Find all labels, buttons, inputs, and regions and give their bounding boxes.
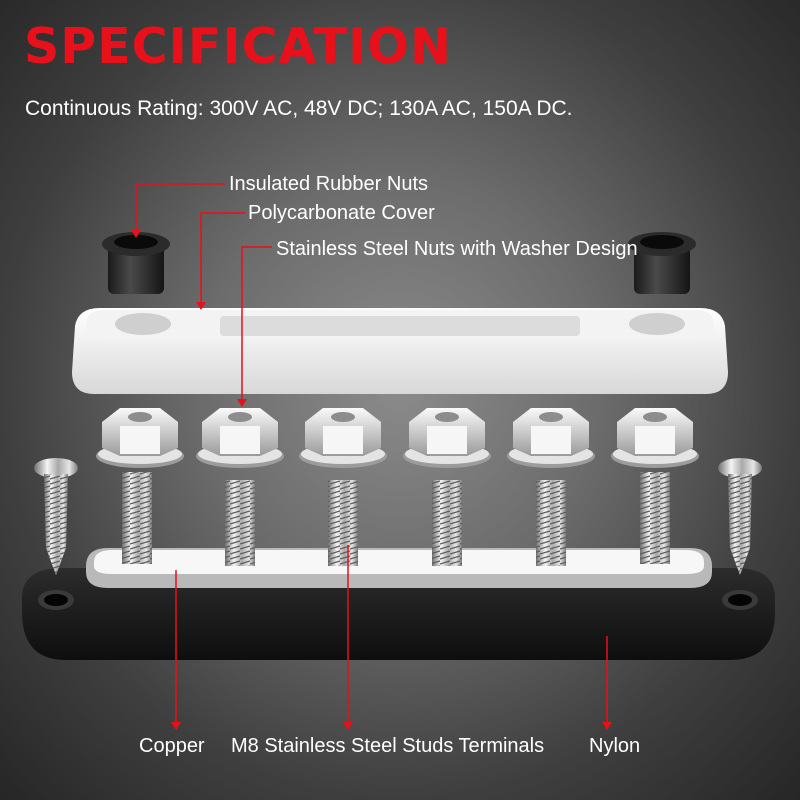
label-nylon: Nylon — [589, 735, 641, 757]
mounting-screw-right — [718, 458, 762, 575]
hex-nuts — [96, 408, 699, 468]
stud — [432, 480, 462, 566]
hex-nut — [196, 408, 284, 468]
leader-steel-nuts — [237, 246, 272, 407]
leader-studs — [343, 545, 353, 730]
nylon-base — [22, 568, 775, 660]
rubber-nut-left — [102, 232, 170, 294]
stud — [640, 472, 670, 564]
label-cover: Polycarbonate Cover — [248, 202, 435, 224]
label-steel-nuts: Stainless Steel Nuts with Washer Design — [276, 238, 638, 260]
rating-subtitle: Continuous Rating: 300V AC, 48V DC; 130A… — [25, 97, 573, 120]
label-copper: Copper — [139, 735, 205, 757]
polycarbonate-cover — [72, 308, 728, 394]
stud — [122, 472, 152, 564]
label-rubber-nuts: Insulated Rubber Nuts — [229, 173, 429, 195]
hex-nut — [507, 408, 595, 468]
leader-copper — [171, 570, 181, 730]
hex-nut — [299, 408, 387, 468]
hex-nut — [611, 408, 699, 468]
page-title: SPECIFICATION — [24, 18, 452, 75]
stud — [536, 480, 566, 566]
label-studs: M8 Stainless Steel Studs Terminals — [231, 735, 545, 757]
copper-bar — [86, 548, 712, 588]
stud — [328, 480, 358, 566]
hex-nut — [403, 408, 491, 468]
leader-lines — [131, 183, 612, 730]
rubber-nut-right — [628, 232, 696, 294]
leader-rubber-nuts — [131, 183, 225, 238]
leader-cover — [196, 212, 245, 310]
stud — [225, 480, 255, 566]
hex-nut — [96, 408, 184, 468]
leader-nylon — [602, 636, 612, 730]
studs — [122, 472, 670, 566]
mounting-screw-left — [34, 458, 78, 575]
